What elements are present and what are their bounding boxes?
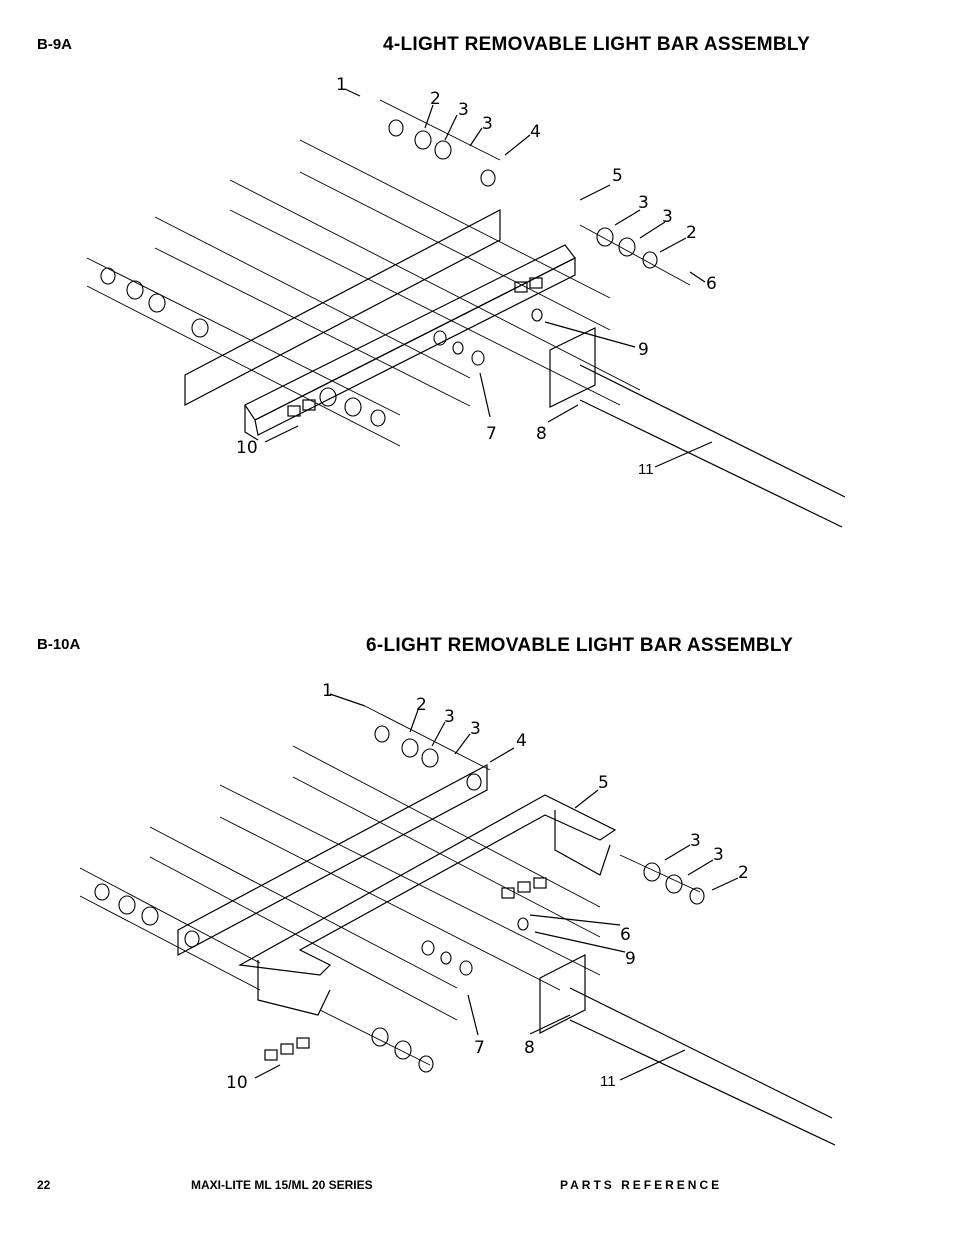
exploded-diagram-6-light: 1 2 3 3 4 5 3 3 2 6 9 7 8 10 11 bbox=[79, 681, 836, 1146]
callout-6: 6 bbox=[706, 274, 717, 294]
callout-1: 1 bbox=[336, 75, 347, 95]
callout-1: 1 bbox=[322, 681, 333, 701]
footer-section: PARTS REFERENCE bbox=[560, 1178, 723, 1192]
figure-ref-b10a: B-10A bbox=[37, 636, 81, 653]
callout-3c: 3 bbox=[690, 831, 701, 851]
callout-3b: 3 bbox=[482, 114, 493, 134]
callout-2: 2 bbox=[430, 89, 441, 109]
callout-2: 2 bbox=[416, 695, 427, 715]
page-number: 22 bbox=[37, 1178, 51, 1192]
callout-7: 7 bbox=[474, 1038, 485, 1058]
callout-3c: 3 bbox=[638, 193, 649, 213]
callout-9: 9 bbox=[625, 949, 636, 969]
exploded-diagram-4-light: 1 2 3 3 4 5 3 3 2 6 9 7 8 10 11 bbox=[86, 75, 846, 528]
callout-3d: 3 bbox=[713, 845, 724, 865]
callout-9: 9 bbox=[638, 340, 649, 360]
footer-series: MAXI-LITE ML 15/ML 20 SERIES bbox=[191, 1178, 373, 1192]
callout-7: 7 bbox=[486, 424, 497, 444]
callout-3: 3 bbox=[458, 100, 469, 120]
callout-8: 8 bbox=[536, 424, 547, 444]
callout-10: 10 bbox=[236, 438, 258, 458]
callout-3d: 3 bbox=[662, 207, 673, 227]
callout-10: 10 bbox=[226, 1073, 248, 1093]
callout-11: 11 bbox=[600, 1073, 616, 1090]
channel-bar-top bbox=[244, 244, 576, 421]
callout-2b: 2 bbox=[686, 223, 697, 243]
main-frame-plate bbox=[177, 763, 488, 957]
mount-plate bbox=[549, 327, 596, 408]
callout-2b: 2 bbox=[738, 863, 749, 883]
figure-title-b9a: 4-LIGHT REMOVABLE LIGHT BAR ASSEMBLY bbox=[383, 34, 811, 55]
callout-4: 4 bbox=[530, 122, 541, 142]
callout-6: 6 bbox=[620, 925, 631, 945]
channel-frame bbox=[238, 794, 617, 976]
callout-5: 5 bbox=[598, 773, 609, 793]
callout-5: 5 bbox=[612, 166, 623, 186]
figure-title-b10a: 6-LIGHT REMOVABLE LIGHT BAR ASSEMBLY bbox=[366, 635, 794, 656]
callout-3: 3 bbox=[444, 707, 455, 727]
figure-ref-b9a: B-9A bbox=[37, 36, 73, 53]
callout-8: 8 bbox=[524, 1038, 535, 1058]
callout-11: 11 bbox=[638, 461, 654, 478]
callout-4: 4 bbox=[516, 731, 527, 751]
mount-plate bbox=[539, 954, 586, 1034]
callout-3b: 3 bbox=[470, 719, 481, 739]
